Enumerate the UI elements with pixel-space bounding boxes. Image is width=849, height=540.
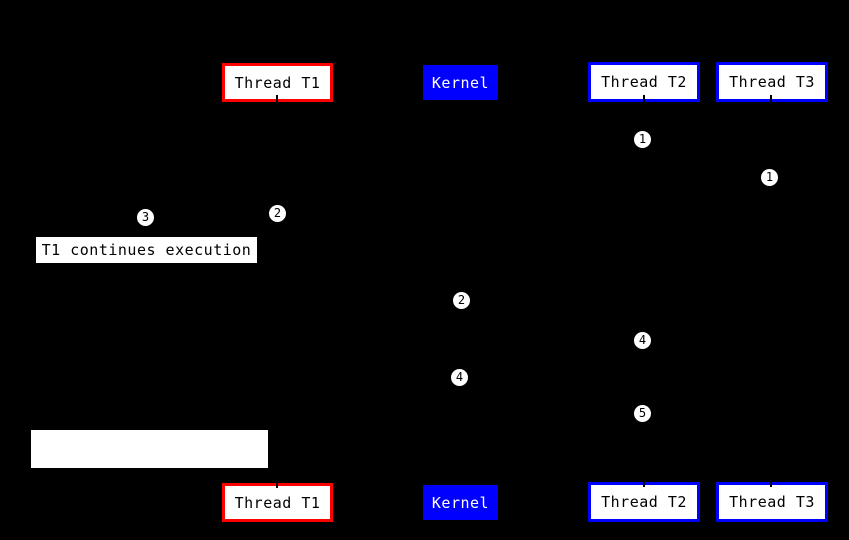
lifeline-tick: [770, 478, 772, 487]
note-blank-box: [31, 430, 268, 468]
actor-label-thread-t1-top: Thread T1: [234, 73, 321, 92]
step-marker-2-t1: 2: [268, 204, 287, 223]
lifeline-tick: [276, 479, 278, 488]
step-marker-2-kernel: 2: [452, 291, 471, 310]
lifeline-tick: [276, 95, 278, 104]
actor-label-thread-t2-top: Thread T2: [601, 73, 687, 91]
step-marker-3: 3: [136, 208, 155, 227]
actor-label-kernel-top: Kernel: [431, 73, 490, 92]
actor-box-kernel-bottom: Kernel: [423, 485, 498, 520]
actor-box-thread-t3-bottom: Thread T3: [716, 482, 828, 522]
step-marker-4-t2: 4: [633, 331, 652, 350]
actor-label-kernel-bottom: Kernel: [431, 493, 490, 512]
lifeline-tick: [643, 95, 645, 104]
step-marker-4-kernel: 4: [450, 368, 469, 387]
actor-label-thread-t2-bottom: Thread T2: [601, 493, 687, 511]
actor-label-thread-t3-top: Thread T3: [729, 73, 815, 91]
actor-label-thread-t1-bottom: Thread T1: [234, 493, 321, 512]
step-marker-5-t2: 5: [633, 404, 652, 423]
lifeline-tick: [643, 478, 645, 487]
actor-box-thread-t1-bottom: Thread T1: [222, 483, 333, 522]
lifeline-thread-t1: [276, 100, 278, 486]
step-marker-1-t3: 1: [760, 168, 779, 187]
actor-box-thread-t2-bottom: Thread T2: [588, 482, 700, 522]
actor-box-thread-t3-top: Thread T3: [716, 62, 828, 102]
step-marker-1-t2: 1: [633, 130, 652, 149]
lifeline-thread-t2: [643, 100, 645, 486]
actor-box-kernel-top: Kernel: [423, 65, 498, 100]
lifeline-tick: [770, 95, 772, 104]
actor-label-thread-t3-bottom: Thread T3: [729, 493, 815, 511]
lifeline-thread-t3: [770, 100, 772, 486]
note-t1-continues-execution: T1 continues execution: [36, 237, 257, 263]
note-text: T1 continues execution: [41, 241, 252, 259]
